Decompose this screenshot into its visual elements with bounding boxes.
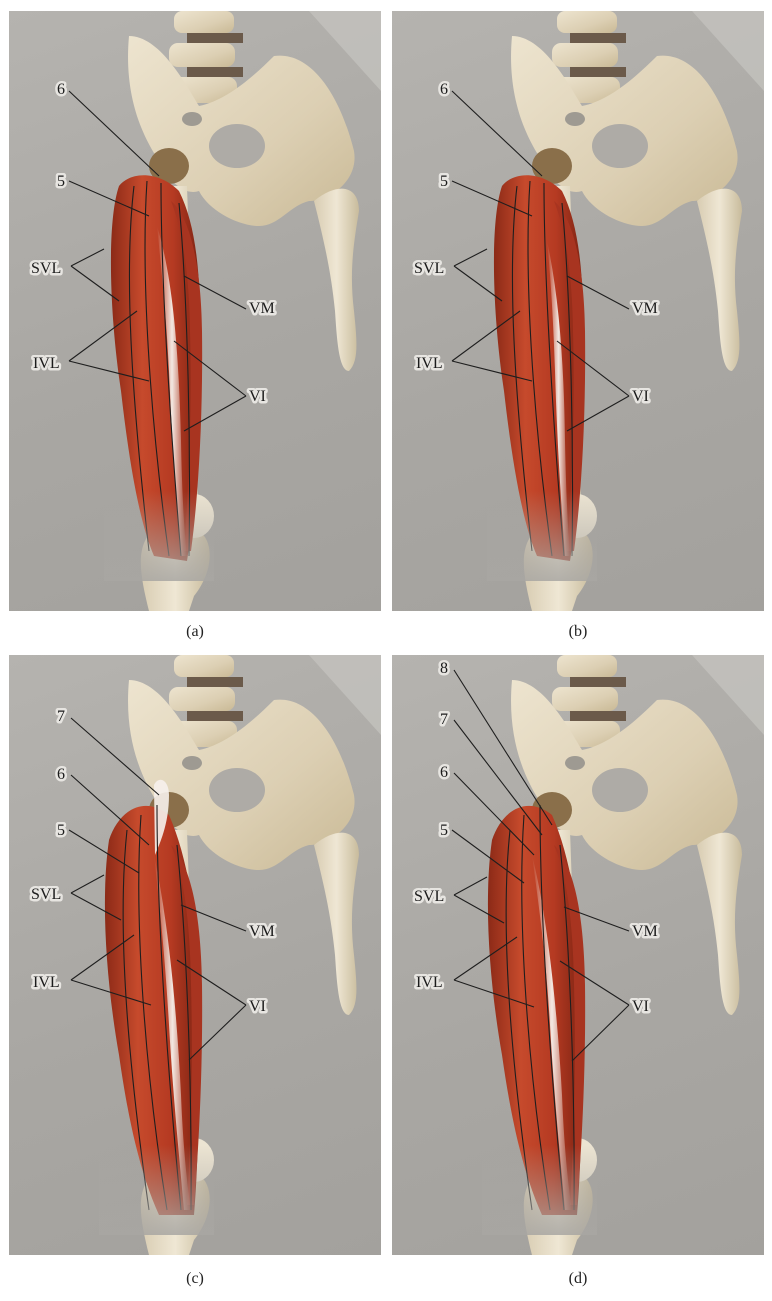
label-svl: SVL [31,886,61,903]
femur-right [314,833,359,1015]
label-5: 5 [440,173,448,190]
quadriceps [487,175,597,581]
label-6: 6 [440,764,448,781]
label-5: 5 [57,173,65,190]
label-svl: SVL [414,888,444,905]
thigh-illustration: 8 7 6 5 SVL IVL VM VI [392,655,764,1255]
thigh-illustration: 6 5 SVL IVL VM VI [392,11,764,611]
label-vm: VM [249,923,275,940]
label-ivl: IVL [416,355,443,372]
label-vm: VM [632,300,658,317]
label-5: 5 [57,822,65,839]
panel-c: 7 6 5 SVL IVL VM VI [9,655,381,1255]
label-vm: VM [632,923,658,940]
panel-b: 6 5 SVL IVL VM VI [392,11,764,611]
label-vi: VI [249,998,266,1015]
label-ivl: IVL [33,974,60,991]
label-6: 6 [57,81,65,98]
label-vi: VI [249,388,266,405]
femur-right [314,189,359,371]
thigh-illustration: 6 5 SVL IVL VM VI [9,11,381,611]
label-svl: SVL [31,260,61,277]
quadriceps [482,805,597,1235]
caption-d: (d) [392,1270,764,1288]
label-vi: VI [632,998,649,1015]
label-7: 7 [440,711,448,728]
label-6: 6 [440,81,448,98]
caption-b: (b) [392,623,764,641]
quadriceps [104,175,214,581]
femur-right [697,189,742,371]
label-6: 6 [57,766,65,783]
panel-a: 6 5 SVL IVL VM VI [9,11,381,611]
panel-d: 8 7 6 5 SVL IVL VM VI [392,655,764,1255]
label-vm: VM [249,300,275,317]
caption-a: (a) [9,623,381,641]
label-ivl: IVL [416,974,443,991]
label-8: 8 [440,660,448,677]
femur-right [697,833,742,1015]
caption-c: (c) [9,1270,381,1288]
thigh-illustration: 7 6 5 SVL IVL VM VI [9,655,381,1255]
quadriceps [99,780,214,1235]
label-5: 5 [440,822,448,839]
label-7: 7 [57,708,65,725]
label-svl: SVL [414,260,444,277]
label-vi: VI [632,388,649,405]
label-ivl: IVL [33,355,60,372]
